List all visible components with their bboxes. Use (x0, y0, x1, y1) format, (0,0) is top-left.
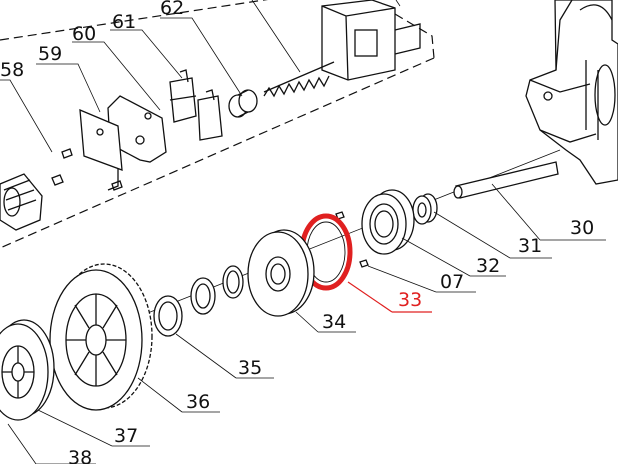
label-30: 30 (570, 217, 594, 239)
label-33: 33 (398, 289, 422, 311)
small-screws (51, 148, 369, 268)
label-62: 62 (160, 0, 184, 19)
label-36: 36 (186, 391, 210, 413)
label-38: 38 (68, 447, 92, 464)
label-37: 37 (114, 425, 138, 447)
bushing-part (228, 89, 258, 118)
micro-switch-pair (169, 69, 223, 141)
label-31: 31 (518, 235, 542, 257)
drive-shaft (453, 161, 559, 199)
sub-assembly-outline (0, 0, 435, 249)
label-32: 32 (476, 255, 500, 277)
label-58: 58 (0, 59, 24, 81)
small-bearing (412, 193, 438, 225)
spacer-rings (153, 265, 244, 337)
label-61: 61 (112, 11, 136, 33)
mounting-plate (79, 108, 123, 171)
ball-bearing (361, 189, 415, 255)
switch-box (321, 0, 421, 81)
gearbox-housing (525, 0, 618, 185)
drive-wheel (0, 319, 55, 421)
label-07: 07 (440, 271, 464, 293)
cable-connector (0, 173, 43, 231)
large-gear (49, 263, 153, 411)
label-35: 35 (238, 357, 262, 379)
label-60: 60 (72, 23, 96, 45)
clutch-disc (247, 229, 315, 317)
label-34: 34 (322, 311, 346, 333)
part-number-labels: 58 59 60 61 62 30 31 32 07 33 34 35 36 3… (0, 0, 594, 464)
label-59: 59 (38, 43, 62, 65)
spring-part (263, 61, 335, 98)
